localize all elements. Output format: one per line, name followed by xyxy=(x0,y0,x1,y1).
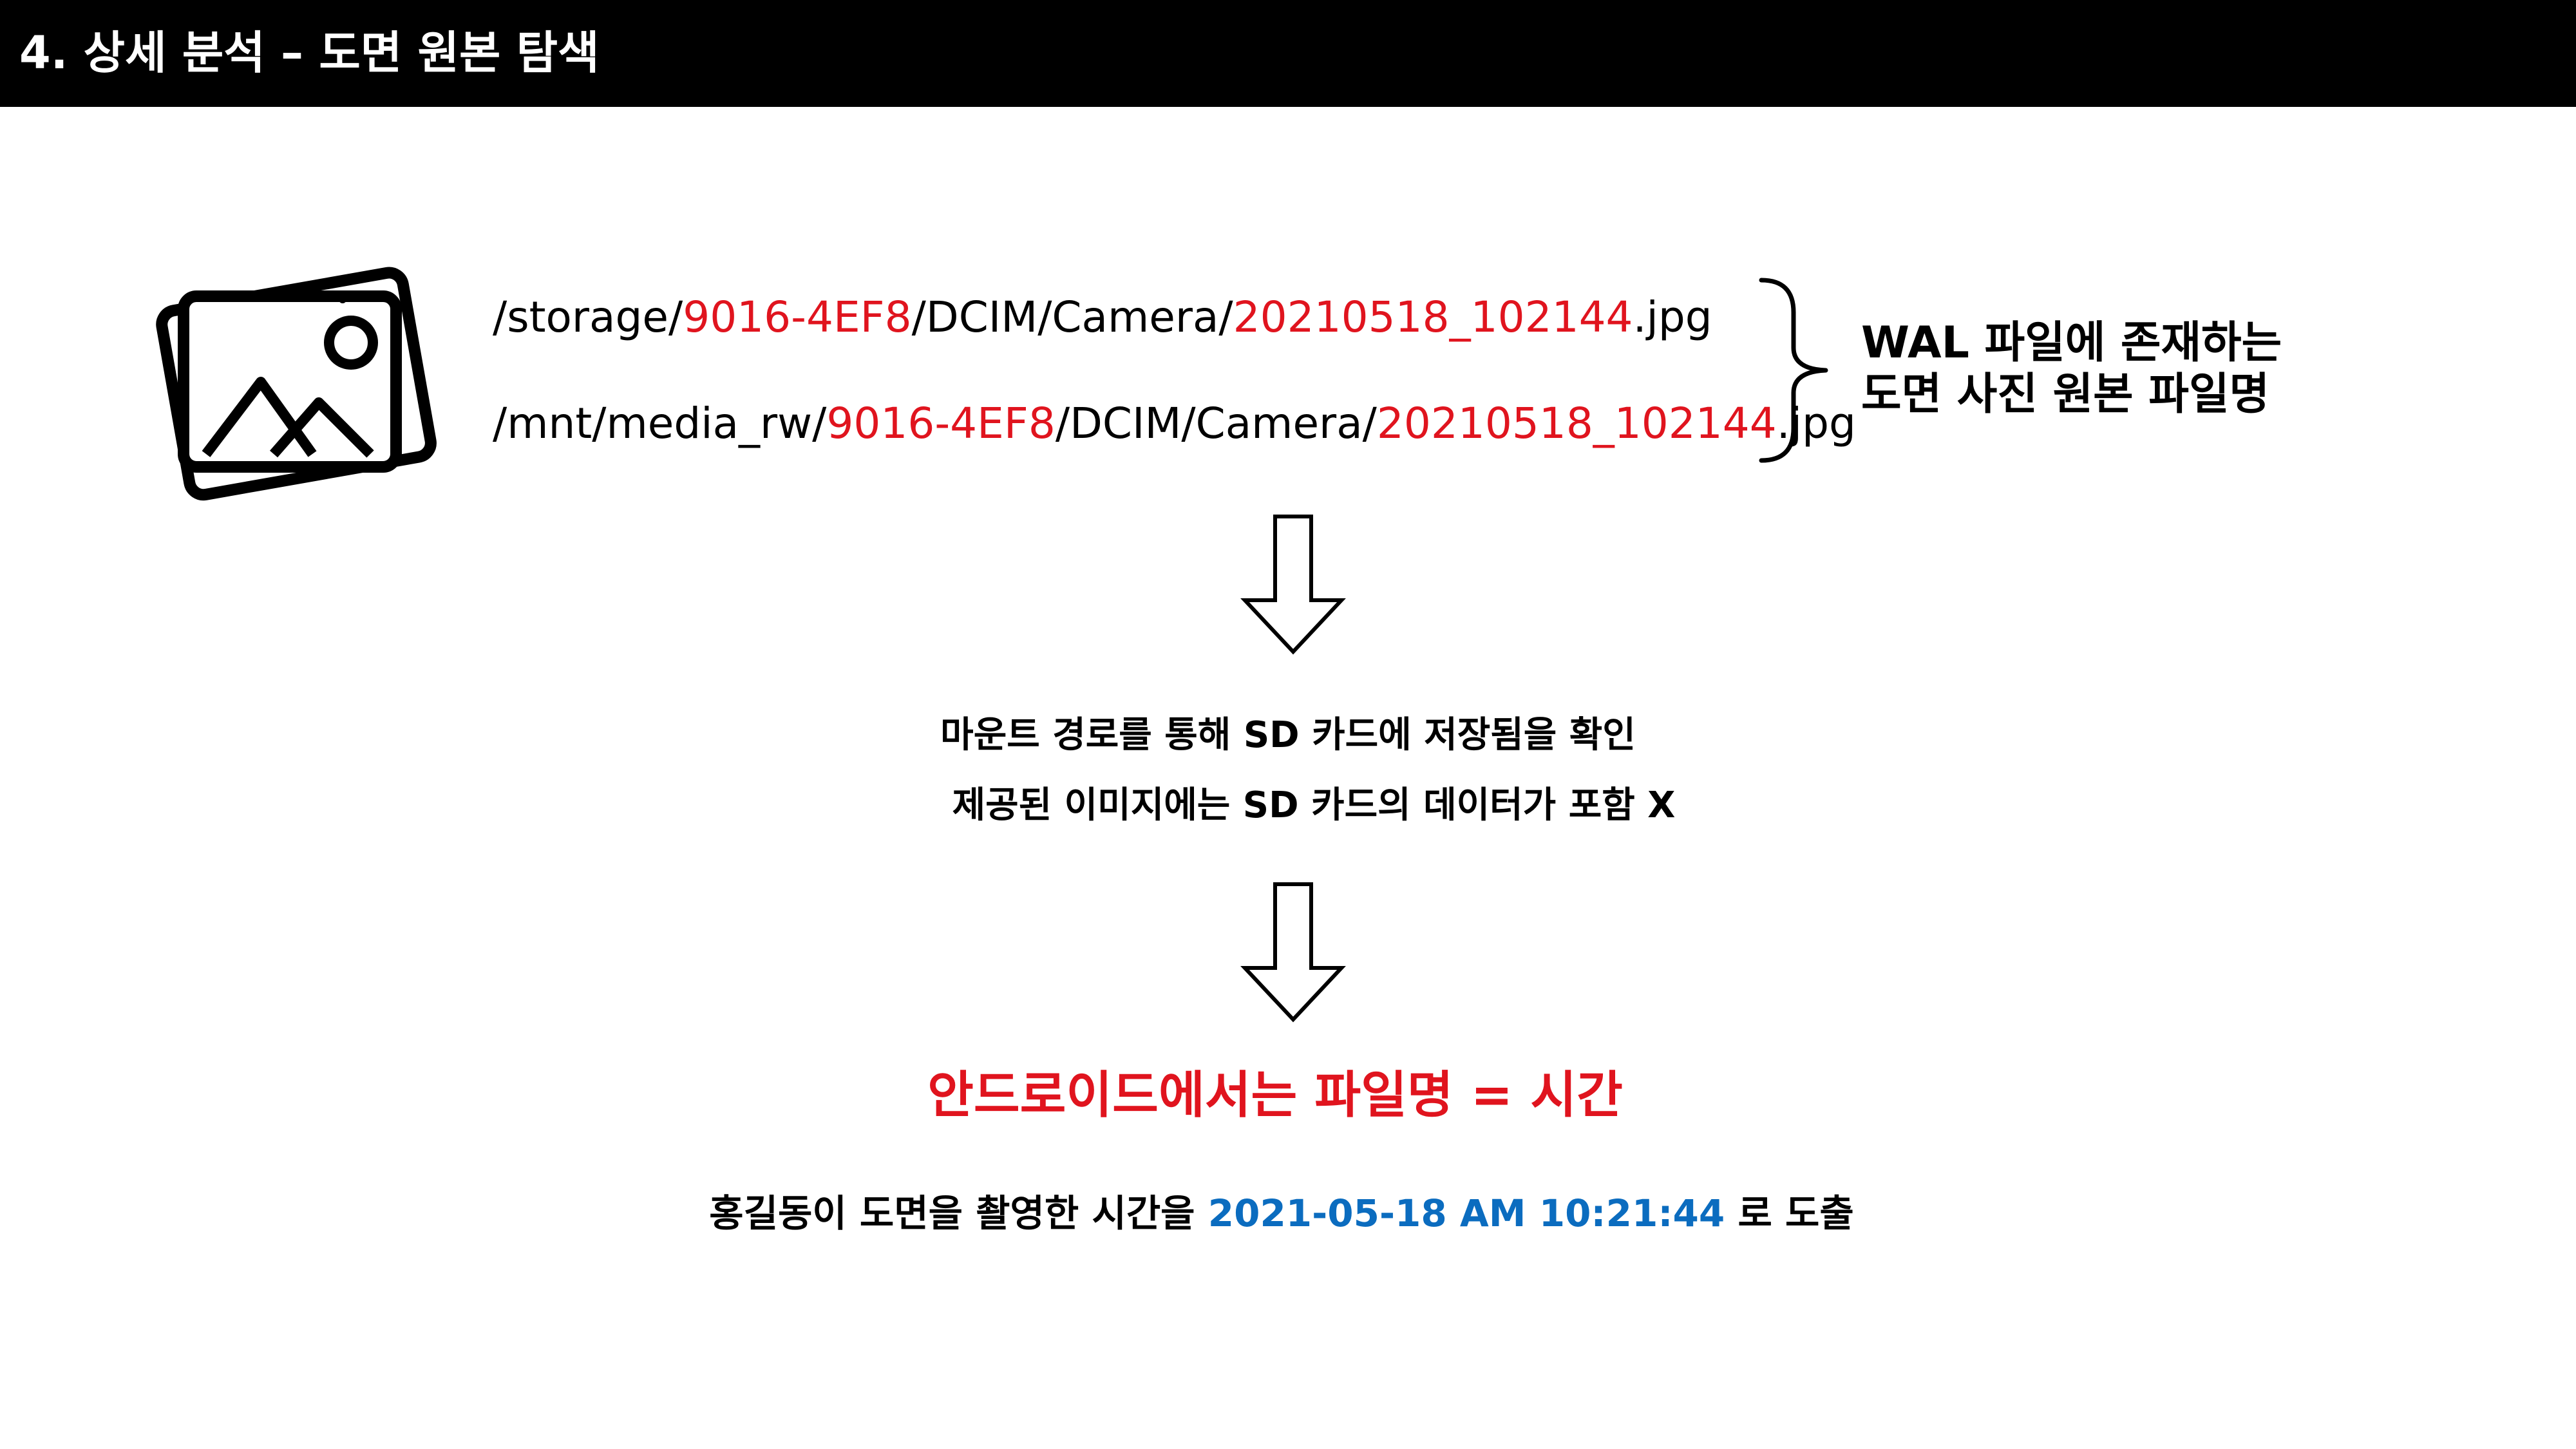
down-arrow-icon xyxy=(1240,515,1346,655)
conclusion-after: 로 도출 xyxy=(1725,1191,1854,1235)
path-prefix: /storage/ xyxy=(493,292,683,342)
file-stem: 20210518_102144 xyxy=(1233,292,1633,342)
capture-time: 2021-05-18 AM 10:21:44 xyxy=(1208,1191,1725,1235)
sd-note: 제공된 이미지에는 SD 카드의 데이터가 포함 X xyxy=(952,784,1676,826)
wal-note-line-1: WAL 파일에 존재하는 xyxy=(1861,317,2282,368)
conclusion-before: 홍길동이 도면을 촬영한 시간을 xyxy=(709,1191,1208,1235)
path-middle: /DCIM/Camera/ xyxy=(1055,399,1377,448)
page-title: 4. 상세 분석 – 도면 원본 탐색 xyxy=(19,26,600,79)
wal-note: WAL 파일에 존재하는 도면 사진 원본 파일명 xyxy=(1861,317,2282,420)
right-curly-brace xyxy=(1759,278,1828,463)
media-rw-path: /mnt/media_rw/9016-4EF8/DCIM/Camera/2021… xyxy=(493,398,1856,449)
wal-note-line-2: 도면 사진 원본 파일명 xyxy=(1861,368,2270,420)
photo-gallery-icon xyxy=(156,267,437,501)
volume-id: 9016-4EF8 xyxy=(826,399,1056,448)
path-middle: /DCIM/Camera/ xyxy=(911,292,1233,342)
filename-rule: 안드로이드에서는 파일명 = 시간 xyxy=(927,1066,1623,1124)
file-stem: 20210518_102144 xyxy=(1376,399,1777,448)
conclusion: 홍길동이 도면을 촬영한 시간을 2021-05-18 AM 10:21:44 … xyxy=(0,1191,2570,1236)
file-extension: .jpg xyxy=(1633,292,1712,342)
sd-storage-path: /storage/9016-4EF8/DCIM/Camera/20210518_… xyxy=(493,292,1712,343)
down-arrow-icon xyxy=(1240,882,1346,1023)
mount-note: 마운트 경로를 통해 SD 카드에 저장됨을 확인 xyxy=(940,714,1636,756)
path-prefix: /mnt/media_rw/ xyxy=(493,399,827,448)
volume-id: 9016-4EF8 xyxy=(683,292,912,342)
header-bar: 4. 상세 분석 – 도면 원본 탐색 xyxy=(0,0,2576,107)
